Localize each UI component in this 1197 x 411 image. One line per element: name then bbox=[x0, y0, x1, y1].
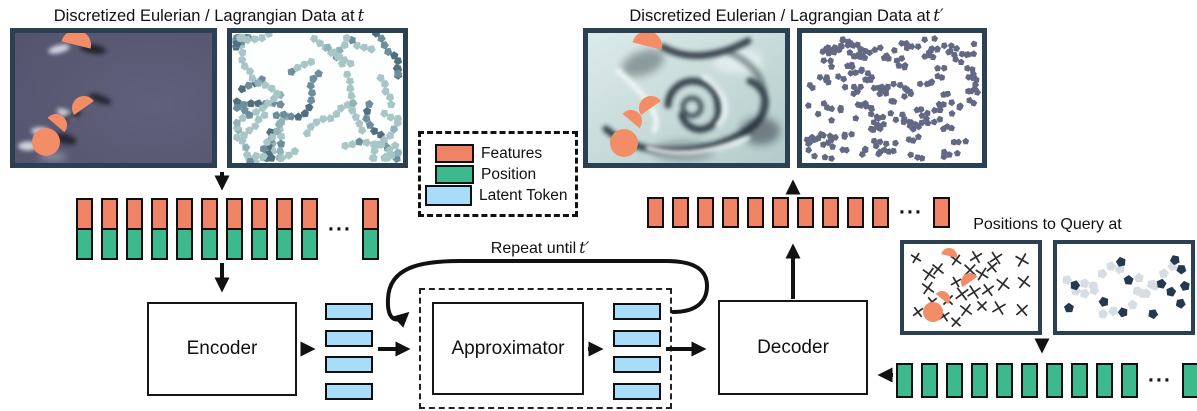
feature-token bbox=[722, 197, 739, 228]
legend-label-features: Features bbox=[481, 144, 543, 162]
position-token bbox=[1096, 363, 1113, 398]
latent-token-swatch bbox=[425, 185, 472, 206]
legend: Features Position Latent Token bbox=[418, 131, 578, 217]
output-feature-token-strip: ··· bbox=[647, 197, 950, 228]
particle-field-t bbox=[232, 33, 403, 163]
latent-token bbox=[325, 329, 373, 347]
query-position-token-strip: ··· bbox=[896, 363, 1197, 398]
title-data-at-tprime-text: Discretized Eulerian / Lagrangian Data a… bbox=[629, 7, 931, 25]
feature-position-token bbox=[276, 198, 293, 260]
legend-row-features: Features bbox=[435, 143, 575, 164]
feature-token bbox=[647, 197, 664, 228]
decoder-label: Decoder bbox=[757, 336, 829, 358]
obstacles-query bbox=[923, 248, 978, 322]
ellipsis: ··· bbox=[328, 217, 352, 241]
approximator-label: Approximator bbox=[451, 337, 565, 359]
title-data-at-t: Discretized Eulerian / Lagrangian Data a… bbox=[10, 6, 408, 26]
particle-field-tprime bbox=[802, 33, 982, 163]
feature-position-token bbox=[226, 198, 243, 260]
encoder-block: Encoder bbox=[147, 302, 297, 396]
feature-position-token bbox=[201, 198, 218, 260]
fluid-field-tprime bbox=[588, 33, 785, 163]
position-token bbox=[1021, 363, 1038, 398]
encoder-label: Encoder bbox=[186, 338, 258, 359]
feature-token bbox=[872, 197, 889, 228]
obstacles-t bbox=[32, 33, 94, 156]
position-token bbox=[896, 363, 913, 398]
feature-token bbox=[932, 197, 950, 228]
position-token bbox=[921, 363, 938, 398]
position-token bbox=[971, 363, 988, 398]
position-token bbox=[1071, 363, 1088, 398]
query-positions-particle-image bbox=[1053, 240, 1195, 335]
query-particle-field bbox=[1057, 244, 1191, 331]
latent-token bbox=[613, 329, 661, 347]
feature-token bbox=[822, 197, 839, 228]
query-x-field bbox=[904, 244, 1038, 331]
latent-token bbox=[325, 303, 373, 320]
fluid-field-t bbox=[15, 33, 212, 163]
eulerian-field-image-t bbox=[10, 28, 217, 168]
latent-token bbox=[613, 356, 661, 373]
title-data-at-tprime: Discretized Eulerian / Lagrangian Data a… bbox=[586, 6, 987, 26]
feature-token bbox=[747, 197, 764, 228]
feature-position-token bbox=[176, 198, 193, 260]
positions-to-query-label: Positions to Query at bbox=[973, 216, 1122, 233]
eulerian-field-image-tprime bbox=[583, 28, 790, 168]
decoder-block: Decoder bbox=[718, 300, 868, 395]
title-data-at-t-text: Discretized Eulerian / Lagrangian Data a… bbox=[53, 7, 355, 25]
features-swatch bbox=[435, 144, 474, 163]
lagrangian-particles-image-tprime bbox=[797, 28, 987, 168]
position-token bbox=[946, 363, 963, 398]
ellipsis: ··· bbox=[1148, 369, 1172, 392]
approximator-block: Approximator bbox=[432, 302, 584, 395]
input-token-strip: ··· bbox=[76, 198, 379, 260]
obstacles-tprime bbox=[610, 33, 662, 157]
position-token bbox=[1046, 363, 1063, 398]
legend-label-latent-token: Latent Token bbox=[479, 186, 568, 204]
feature-position-token bbox=[76, 198, 93, 260]
time-symbol-tprime: t′ bbox=[933, 6, 944, 25]
position-swatch bbox=[435, 165, 474, 184]
legend-row-latent-token: Latent Token bbox=[425, 185, 575, 206]
feature-token bbox=[797, 197, 814, 228]
feature-token bbox=[847, 197, 864, 228]
legend-row-position: Position bbox=[435, 164, 575, 185]
feature-position-token bbox=[251, 198, 268, 260]
position-token bbox=[1121, 363, 1138, 398]
feature-token bbox=[672, 197, 689, 228]
latent-token-group-2 bbox=[613, 303, 661, 400]
ellipsis: ··· bbox=[899, 201, 923, 224]
latent-token bbox=[613, 303, 661, 320]
query-positions-x-image bbox=[900, 240, 1042, 335]
legend-label-position: Position bbox=[481, 165, 537, 183]
position-token bbox=[996, 363, 1013, 398]
feature-token bbox=[697, 197, 714, 228]
latent-token bbox=[613, 382, 661, 400]
position-token bbox=[1181, 363, 1197, 398]
feature-position-token bbox=[301, 198, 318, 260]
feature-token bbox=[772, 197, 789, 228]
lagrangian-particles-image-t bbox=[227, 28, 408, 168]
feature-position-token bbox=[361, 198, 379, 260]
latent-token-group-1 bbox=[325, 303, 373, 400]
feature-position-token bbox=[101, 198, 118, 260]
repeat-tprime-symbol: t′ bbox=[579, 238, 590, 257]
latent-token bbox=[325, 382, 373, 400]
time-symbol-t: t bbox=[357, 6, 365, 25]
feature-position-token bbox=[151, 198, 168, 260]
feature-position-token bbox=[126, 198, 143, 260]
latent-token bbox=[325, 356, 373, 373]
